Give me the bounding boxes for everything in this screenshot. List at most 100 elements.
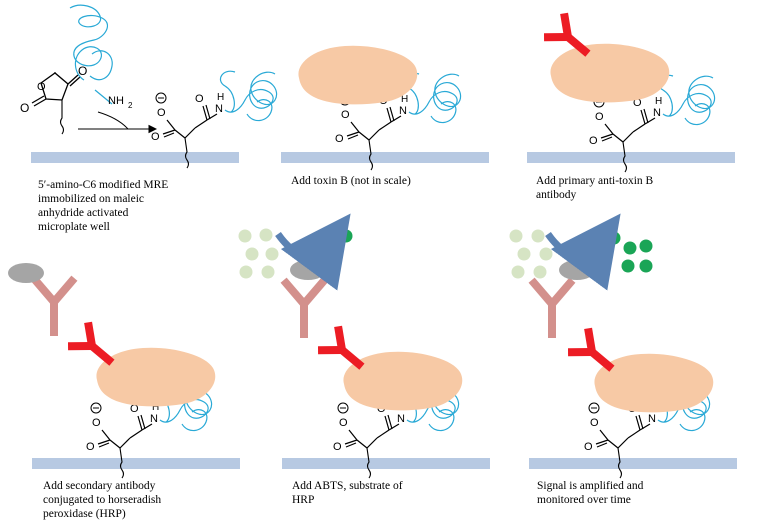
anhydride-ring: [40, 72, 69, 101]
bond: [612, 133, 624, 143]
bond: [98, 442, 110, 448]
bond: [345, 442, 357, 448]
bond: [386, 107, 392, 123]
abts-substrate-dot: [539, 247, 553, 261]
caption-line: Add primary anti-toxin B: [536, 175, 654, 187]
bond: [643, 108, 649, 124]
aptamer-strand: [220, 70, 278, 122]
oxygen-label: O: [195, 93, 204, 105]
oxygen-label: O: [590, 417, 599, 429]
caption-step-5: Add ABTS, substrate of HRP: [292, 479, 403, 507]
abts-substrate-dot: [509, 229, 523, 243]
caption-line: anhydride activated: [38, 207, 129, 219]
caption-line: Add ABTS, substrate of: [292, 480, 403, 492]
abts-substrate-dot: [245, 247, 259, 261]
bond: [140, 414, 146, 430]
amide-h-label: H: [217, 92, 224, 103]
oxygen-label: O: [78, 64, 87, 78]
reaction-curve-arrow: [275, 213, 351, 291]
oxygen-label: O: [339, 417, 348, 429]
antibody-arm: [280, 277, 308, 307]
oxygen-label: O: [333, 441, 342, 453]
caption-line: immobilized on maleic: [38, 193, 145, 205]
abts-product-dot: [639, 259, 653, 273]
bond: [635, 415, 641, 431]
bond: [604, 123, 614, 135]
surface-link: [184, 137, 190, 169]
abts-substrate-dot: [261, 265, 275, 279]
microplate-surface: [31, 152, 239, 163]
carbonyl-bond: [31, 95, 45, 104]
antibody-arm: [560, 12, 572, 38]
caption-step-6: Signal is amplified and monitored over t…: [537, 479, 643, 507]
bond: [644, 117, 656, 125]
caption-line: Add toxin B (not in scale): [291, 175, 411, 187]
abts-substrate-dot: [511, 265, 525, 279]
maleic-anhydride: OOO: [20, 64, 87, 135]
antibody-arm: [584, 327, 596, 353]
bond: [166, 119, 176, 131]
oxygen-label: O: [595, 111, 604, 123]
bond: [162, 129, 176, 135]
bond: [607, 439, 619, 449]
abts-product-dot: [339, 229, 353, 243]
abts-product-dot: [607, 231, 621, 245]
caption-line: HRP: [292, 494, 315, 506]
bond: [129, 429, 143, 439]
antibody-arm: [334, 325, 346, 351]
abts-substrate-dot: [238, 229, 252, 243]
amide-n-label: N: [653, 107, 661, 119]
bond: [344, 439, 358, 445]
bond: [97, 439, 111, 445]
antibody-stem: [589, 348, 615, 372]
oxygen-label: O: [584, 441, 593, 453]
oxygen-label: O: [86, 441, 95, 453]
bond: [101, 429, 111, 441]
oxygen-label: O: [37, 81, 46, 93]
bond: [174, 129, 186, 139]
negative-charge-icon: [337, 402, 349, 414]
bond: [639, 423, 651, 431]
caption-line: 5′-amino-C6 modified MRE: [38, 179, 169, 191]
amide-h-label: H: [401, 94, 408, 105]
primary-antibody: [543, 12, 591, 57]
bond: [350, 121, 360, 133]
bond: [601, 136, 613, 142]
surface-link: [622, 141, 628, 173]
bond: [358, 131, 370, 141]
reaction-arrow-curve: [97, 111, 129, 130]
negative-charge-icon: [90, 402, 102, 414]
surface-link: [368, 139, 374, 171]
oxygen-label: O: [151, 131, 160, 143]
oxygen-label: O: [589, 135, 598, 147]
antibody-arm: [300, 277, 328, 307]
abts-substrate-dot: [533, 265, 547, 279]
microplate-surface: [529, 458, 737, 469]
bond: [163, 132, 175, 138]
antibody-stem: [339, 346, 365, 370]
amide-n-label: N: [150, 413, 158, 425]
bond: [356, 439, 368, 449]
bond: [184, 127, 196, 139]
antibody-stem: [89, 342, 115, 366]
oxygen-label: O: [157, 107, 166, 119]
surface-link: [119, 447, 125, 479]
secondary-antibody: [528, 277, 576, 338]
amine-subscript: 2: [128, 101, 133, 110]
antibody-arm: [84, 321, 96, 347]
secondary-antibody: [30, 275, 78, 336]
bond: [388, 423, 400, 431]
abts-substrate-dot: [239, 265, 253, 279]
abts-substrate-dot: [265, 247, 279, 261]
caption-line: peroxidase (HRP): [43, 508, 126, 520]
bond: [617, 437, 629, 449]
bond: [384, 415, 390, 431]
antibody-arm: [30, 275, 58, 305]
oxygen-label: O: [335, 133, 344, 145]
amide-h-label: H: [152, 402, 159, 413]
caption-line: microplate well: [38, 221, 110, 233]
microplate-surface: [32, 458, 240, 469]
bond: [376, 429, 390, 439]
bond: [599, 429, 609, 441]
